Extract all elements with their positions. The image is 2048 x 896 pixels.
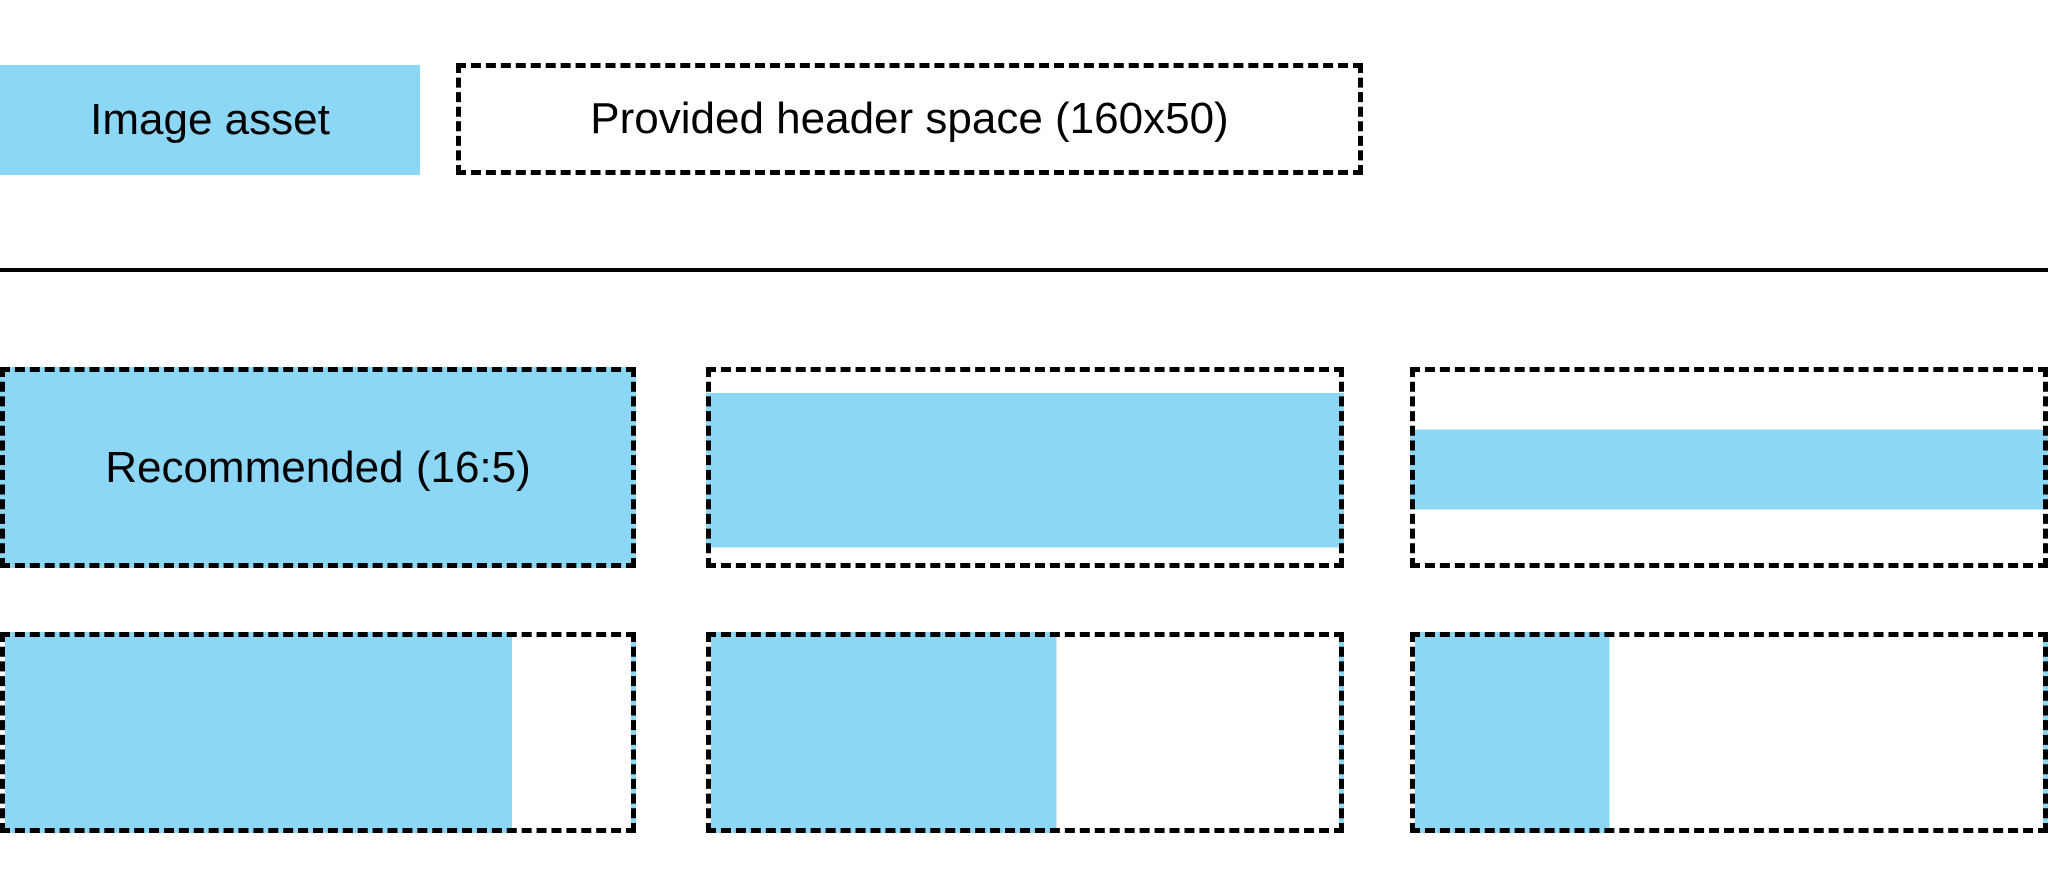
legend-header-space-label: Provided header space (160x50)	[590, 94, 1229, 143]
example-panel-narrow-partial	[1410, 632, 2048, 833]
recommended-label: Recommended (16:5)	[105, 442, 531, 492]
example-panel-recommended: Recommended (16:5)	[0, 367, 636, 568]
example-panel-medium-partial	[706, 632, 1344, 833]
legend-image-asset-label: Image asset	[90, 95, 330, 144]
example-panel-thin-band	[1410, 367, 2048, 568]
legend-image-asset-swatch: Image asset	[0, 65, 420, 175]
section-divider	[0, 268, 2048, 272]
legend-header-space-box: Provided header space (160x50)	[456, 63, 1363, 175]
example-panel-wide-partial	[0, 632, 636, 833]
example-panel-tall-band	[706, 367, 1344, 568]
